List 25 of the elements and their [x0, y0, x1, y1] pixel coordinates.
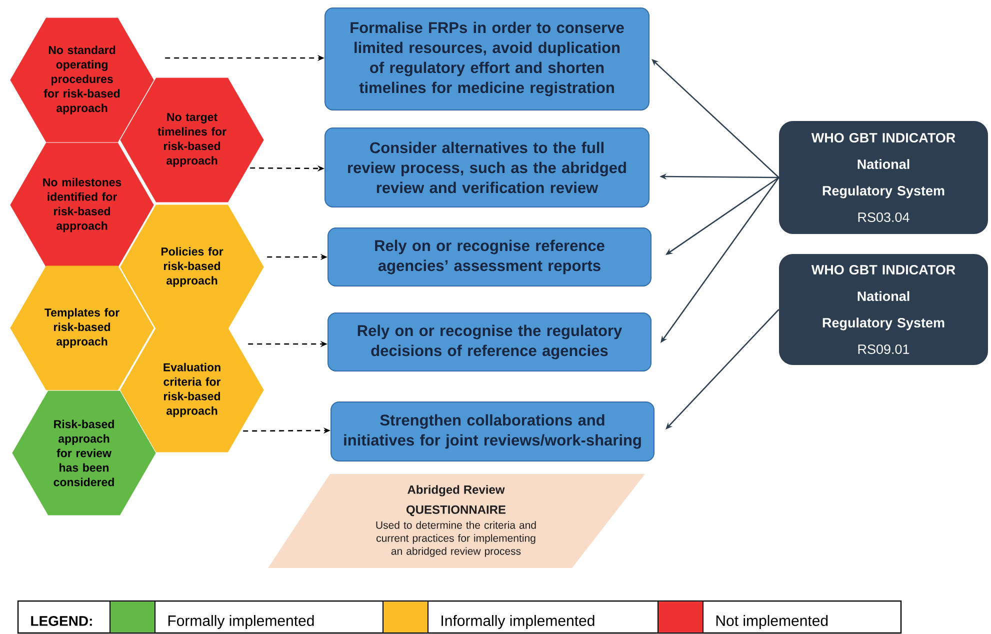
hexagon: No standard operating procedures for risk-based approach	[10, 18, 154, 142]
hexagon: Templates for risk-based approach	[10, 266, 154, 390]
node-label: Templates for risk-based approach	[44, 308, 120, 348]
hexagon: No target timelines for risk-based approach	[120, 78, 264, 202]
action-box: Strengthen collaborations and initiatives for joint reviews/work-sharing	[330, 402, 654, 462]
node-label: Evaluation criteria for risk-based approach	[164, 362, 221, 418]
legend-label: Formally implemented	[168, 615, 314, 629]
hexagon: Policies for risk-based approach	[120, 204, 264, 330]
node-label: No milestones identified for risk-based approach	[43, 178, 122, 232]
legend-label: Not implemented	[716, 615, 828, 629]
action-box: Rely on or recognise the regulatory decisions of reference agencies	[328, 312, 652, 372]
action-box: Rely on or recognise reference agencies’ assessment reports	[328, 228, 652, 286]
node-label: No standard operating procedures for risk-based approach	[44, 46, 120, 114]
indicator-box: WHO GBT INDICATOR National Regulatory System RS09.01	[779, 254, 988, 365]
node-label: No target timelines for risk-based approach	[158, 113, 226, 167]
action-box: Consider alternatives to the full review process, such as the abridged review and verification review	[324, 128, 650, 208]
legend-label: Informally implemented	[442, 615, 594, 629]
questionnaire-parallelogram: Abridged Review QUESTIONNAIRE Used to determine the criteria and current practices for implementing an abridged review process	[268, 474, 645, 568]
action-box: Formalise FRPs in order to conserve limited resources, avoid duplication of regulatory effort and shorten timelines for medicine registration	[324, 8, 650, 110]
hexagon: No milestones identified for risk-based approach	[10, 142, 154, 268]
hexagon: Risk-based approach for review has been considered	[12, 390, 156, 516]
indicator-box: WHO GBT INDICATOR National Regulatory System RS03.04	[779, 121, 988, 234]
legend-title: LEGEND:	[31, 616, 92, 626]
hexagon: Evaluation criteria for risk-based approach	[120, 328, 264, 452]
node-label: Policies for risk-based approach	[161, 247, 224, 287]
